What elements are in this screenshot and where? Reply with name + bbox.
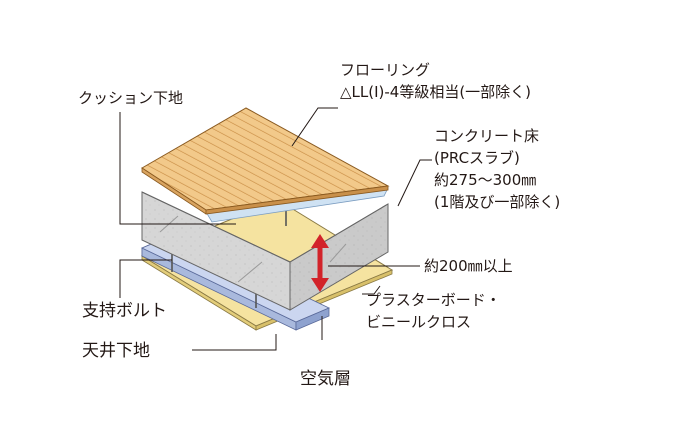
label-plaster: プラスターボード・ bbox=[366, 291, 501, 309]
leader-plaster bbox=[362, 285, 381, 295]
leader-concrete bbox=[397, 159, 432, 207]
label-plaster-cloth: ビニールクロス bbox=[366, 313, 472, 331]
gap-dimension-arrow bbox=[311, 234, 329, 292]
label-bolt: 支持ボルト bbox=[82, 301, 167, 321]
label-ceiling: 天井下地 bbox=[82, 341, 150, 361]
label-flooring: フローリング bbox=[340, 61, 431, 79]
leader-cushion bbox=[119, 112, 236, 225]
leader-lines bbox=[119, 107, 432, 351]
flooring-layer bbox=[141, 107, 390, 215]
leader-flooring bbox=[291, 107, 338, 147]
label-concrete: コンクリート床 bbox=[434, 127, 540, 145]
label-gap: 約200㎜以上 bbox=[424, 257, 513, 275]
label-air: 空気層 bbox=[300, 369, 351, 389]
leader-bolt bbox=[119, 259, 172, 298]
label-concrete-note: (1階及び一部除く) bbox=[434, 193, 561, 211]
leader-ceiling bbox=[192, 334, 277, 351]
label-concrete-type: (PRCスラブ) bbox=[434, 149, 520, 167]
label-cushion: クッション下地 bbox=[78, 89, 184, 107]
label-concrete-thickness: 約275〜300㎜ bbox=[434, 171, 537, 189]
label-flooring-grade: △LL(I)-4等級相当(一部除く) bbox=[340, 83, 532, 101]
